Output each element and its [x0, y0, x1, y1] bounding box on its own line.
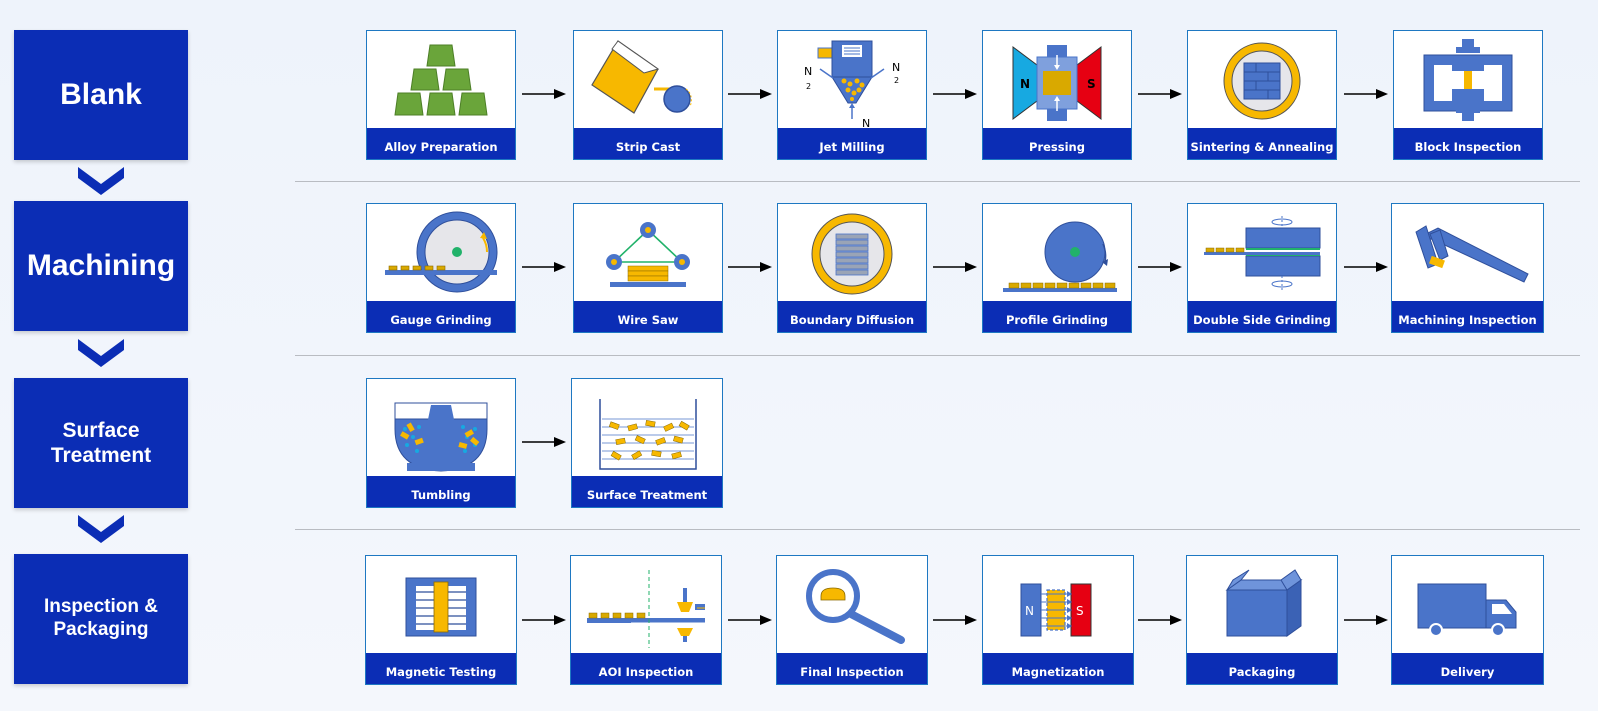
arrow-right-icon: [933, 89, 977, 99]
step-final-inspection: Final Inspection: [776, 555, 928, 685]
arrow-right-icon: [728, 615, 772, 625]
grinding-wheel-icon: [385, 211, 498, 293]
step-label: Wire Saw: [574, 301, 722, 332]
arrow-right-icon: [1138, 89, 1182, 99]
ingot-stack-icon: [394, 44, 488, 116]
step-block-inspection: Block Inspection: [1393, 30, 1543, 160]
arrow-right-icon: [933, 615, 977, 625]
step-label: Alloy Preparation: [367, 128, 515, 159]
arrow-right-icon: [522, 89, 566, 99]
step-strip-cast: Strip Cast: [573, 30, 723, 160]
row-divider: [295, 529, 1580, 530]
strip-cast-icon: [591, 40, 692, 114]
step-machining-inspection: Machining Inspection: [1391, 203, 1544, 333]
step-label: Boundary Diffusion: [778, 301, 926, 332]
south-pole-label: S: [1076, 604, 1084, 618]
step-label: Gauge Grinding: [367, 301, 515, 332]
wire-saw-icon: [606, 222, 690, 287]
step-label: Double Side Grinding: [1188, 301, 1336, 332]
stage-label: Surface Treatment: [50, 418, 152, 467]
press-magnet-icon: N S: [1012, 45, 1102, 121]
step-tumbling: Tumbling: [366, 378, 516, 508]
nitrogen-subscript: 2: [894, 76, 899, 85]
north-pole-label: N: [1025, 604, 1034, 618]
nitrogen-label: N: [892, 61, 900, 74]
magnifier-icon: [806, 569, 905, 644]
tumbler-icon: [394, 402, 488, 472]
stage-surface-treatment: Surface Treatment: [14, 378, 188, 508]
box-icon: [1225, 569, 1303, 637]
step-surface-treatment: Surface Treatment: [571, 378, 723, 508]
stage-inspection-packaging: Inspection & Packaging: [14, 554, 188, 684]
step-gauge-grinding: Gauge Grinding: [366, 203, 516, 333]
chevron-down-icon: [78, 515, 124, 543]
step-label: Strip Cast: [574, 128, 722, 159]
stage-machining: Machining: [14, 201, 188, 331]
step-sintering-annealing: Sintering & Annealing: [1187, 30, 1337, 160]
arrow-right-icon: [522, 615, 566, 625]
nitrogen-label: N: [804, 65, 812, 78]
magnetic-tester-icon: [405, 577, 477, 637]
arrow-right-icon: [1344, 615, 1388, 625]
block-inspection-icon: [1423, 39, 1513, 121]
stage-label: Blank: [60, 78, 142, 111]
step-label: Sintering & Annealing: [1188, 128, 1336, 159]
north-pole-label: N: [1020, 77, 1030, 91]
aoi-camera-icon: [587, 570, 705, 648]
double-side-grinder-icon: [1204, 216, 1321, 290]
stage-blank: Blank: [14, 30, 188, 160]
step-label: Packaging: [1187, 653, 1337, 684]
step-jet-milling: N 2 N 2 N Jet Milling: [777, 30, 927, 160]
chevron-down-icon: [78, 167, 124, 195]
stage-label: Inspection & Packaging: [43, 596, 158, 640]
step-label: Machining Inspection: [1392, 301, 1543, 332]
step-aoi-inspection: AOI Inspection: [570, 555, 722, 685]
caliper-icon: [1415, 225, 1529, 283]
step-pressing: N S Pressing: [982, 30, 1132, 160]
diffusion-furnace-icon: [811, 213, 893, 295]
step-label: Final Inspection: [777, 653, 927, 684]
step-label: Tumbling: [367, 476, 515, 507]
arrow-right-icon: [1138, 615, 1182, 625]
furnace-icon: [1223, 42, 1301, 120]
step-label: Delivery: [1392, 653, 1543, 684]
step-label: Profile Grinding: [983, 301, 1131, 332]
row-divider: [295, 355, 1580, 356]
arrow-right-icon: [522, 262, 566, 272]
south-pole-label: S: [1087, 77, 1096, 91]
truck-icon: [1417, 583, 1517, 637]
step-magnetization: N S Magnetization: [982, 555, 1134, 685]
step-label: Magnetic Testing: [366, 653, 516, 684]
step-label: Pressing: [983, 128, 1131, 159]
stage-label: Machining: [26, 249, 176, 282]
arrow-right-icon: [728, 262, 772, 272]
jet-mill-icon: N 2 N 2 N: [804, 40, 900, 129]
arrow-right-icon: [522, 437, 566, 447]
arrow-right-icon: [933, 262, 977, 272]
arrow-right-icon: [728, 89, 772, 99]
arrow-right-icon: [1138, 262, 1182, 272]
step-label: Block Inspection: [1394, 128, 1542, 159]
step-magnetic-testing: Magnetic Testing: [365, 555, 517, 685]
coating-tank-icon: [599, 399, 697, 470]
step-label: Surface Treatment: [572, 476, 722, 507]
step-label: Magnetization: [983, 653, 1133, 684]
row-divider: [295, 181, 1580, 182]
step-profile-grinding: Profile Grinding: [982, 203, 1132, 333]
arrow-right-icon: [1344, 89, 1388, 99]
step-double-side-grinding: Double Side Grinding: [1187, 203, 1337, 333]
arrow-right-icon: [1344, 262, 1388, 272]
step-alloy-preparation: Alloy Preparation: [366, 30, 516, 160]
step-packaging: Packaging: [1186, 555, 1338, 685]
chevron-down-icon: [78, 339, 124, 367]
step-boundary-diffusion: Boundary Diffusion: [777, 203, 927, 333]
step-wire-saw: Wire Saw: [573, 203, 723, 333]
nitrogen-subscript: 2: [806, 82, 811, 91]
step-label: Jet Milling: [778, 128, 926, 159]
step-delivery: Delivery: [1391, 555, 1544, 685]
profile-grinder-icon: [1003, 221, 1117, 292]
step-label: AOI Inspection: [571, 653, 721, 684]
nitrogen-label: N: [862, 117, 870, 129]
magnetizer-icon: N S: [1020, 583, 1092, 637]
